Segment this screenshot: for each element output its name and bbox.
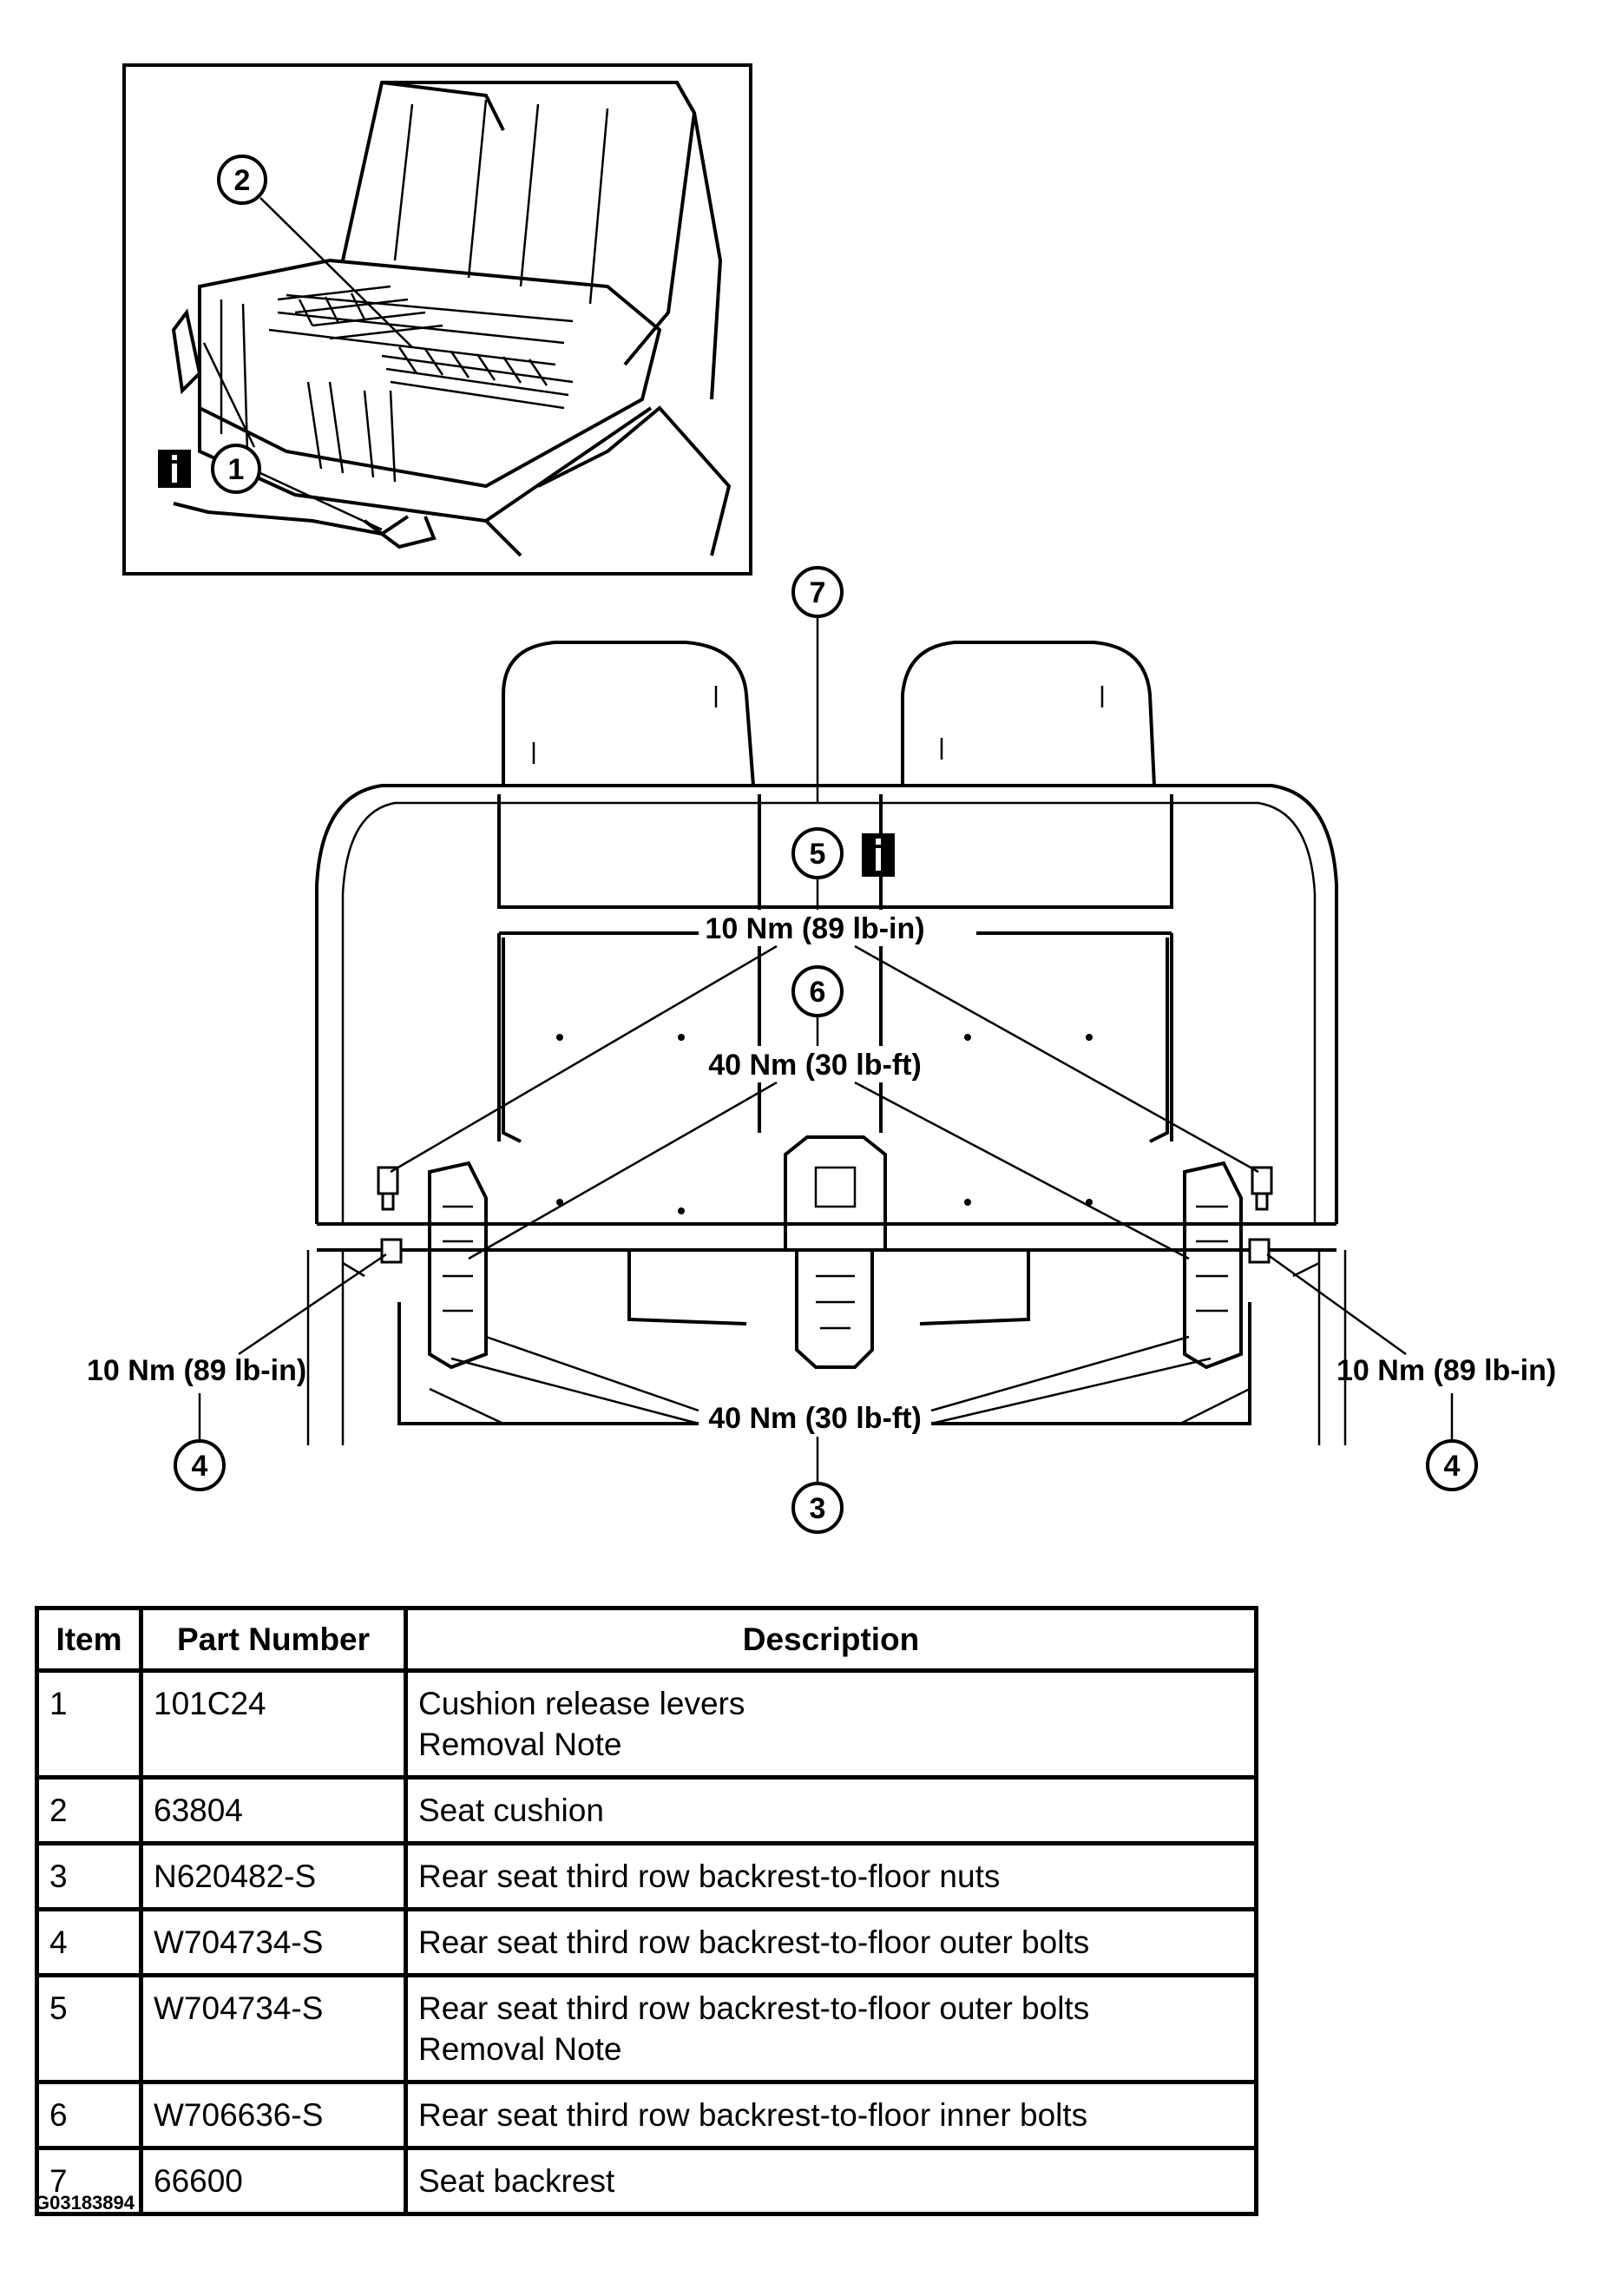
info-icon — [158, 450, 191, 488]
table-row: 4 W704734-S Rear seat third row backrest… — [35, 1907, 1258, 1977]
bolt-5-left — [377, 1166, 399, 1211]
table-header-row: Item Part Number Description — [35, 1606, 1258, 1673]
callout-3: 3 — [810, 1492, 826, 1525]
table-row: 6 W706636-S Rear seat third row backrest… — [35, 2080, 1258, 2150]
figure-id: G03183894 — [35, 2192, 135, 2214]
cell-desc: Rear seat third row backrest-to-floor ou… — [404, 1973, 1258, 2084]
header-description: Description — [404, 1606, 1258, 1673]
desc-text: Cushion release levers — [418, 1686, 745, 1721]
desc-text: Rear seat third row backrest-to-floor ou… — [418, 1990, 1090, 2026]
torque-label-5: 10 Nm (89 lb-in) — [705, 912, 924, 945]
callout-2: 2 — [234, 164, 251, 197]
cell-part: W704734-S — [139, 1907, 408, 1977]
table-row: 2 63804 Seat cushion — [35, 1775, 1258, 1845]
cell-desc: Seat cushion — [404, 1775, 1258, 1845]
cell-item: 5 — [35, 1973, 143, 2084]
header-item: Item — [35, 1606, 143, 1673]
cell-item: 3 — [35, 1841, 143, 1911]
parts-table: Item Part Number Description 1 101C24 Cu… — [35, 1606, 1258, 2216]
bolt-5-right — [1251, 1166, 1273, 1211]
cell-desc: Rear seat third row backrest-to-floor ou… — [404, 1907, 1258, 1977]
table-row: 7 66600 Seat backrest — [35, 2146, 1258, 2216]
callout-7: 7 — [810, 576, 826, 609]
cell-part: W704734-S — [139, 1973, 408, 2084]
callout-4-right: 4 — [1444, 1450, 1461, 1483]
torque-label-6: 40 Nm (30 lb-ft) — [708, 1049, 922, 1082]
cell-item: 6 — [35, 2080, 143, 2150]
inset-view: 2 1 — [122, 63, 752, 576]
cell-part: 101C24 — [139, 1668, 408, 1780]
info-icon — [862, 833, 895, 877]
callout-1: 1 — [228, 453, 245, 486]
removal-note-link[interactable]: Removal Note — [418, 2031, 622, 2067]
table-row: 3 N620482-S Rear seat third row backrest… — [35, 1841, 1258, 1911]
cell-item: 1 — [35, 1668, 143, 1780]
cell-desc: Rear seat third row backrest-to-floor nu… — [404, 1841, 1258, 1911]
cell-item: 4 — [35, 1907, 143, 1977]
table-row: 5 W704734-S Rear seat third row backrest… — [35, 1973, 1258, 2084]
removal-note-link[interactable]: Removal Note — [418, 1727, 622, 1762]
cell-item: 2 — [35, 1775, 143, 1845]
callout-6: 6 — [810, 976, 826, 1009]
bolt-4-right — [1248, 1238, 1271, 1264]
bolt-4-left — [380, 1238, 403, 1264]
torque-label-4-left: 10 Nm (89 lb-in) — [87, 1354, 306, 1387]
seat-diagram: 2 1 — [87, 63, 1556, 1534]
cell-desc: Seat backrest — [404, 2146, 1258, 2216]
cell-item: 7 — [35, 2146, 143, 2216]
torque-label-3: 40 Nm (30 lb-ft) — [708, 1402, 922, 1435]
cell-part: W706636-S — [139, 2080, 408, 2150]
torque-label-4-right: 10 Nm (89 lb-in) — [1336, 1354, 1556, 1387]
main-view: 7 5 10 Nm (89 lb-in) 6 40 Nm (30 lb-ft) … — [87, 566, 1556, 1534]
cell-part: N620482-S — [139, 1841, 408, 1911]
cell-desc: Rear seat third row backrest-to-floor in… — [404, 2080, 1258, 2150]
header-part-number: Part Number — [139, 1606, 408, 1673]
callout-5: 5 — [810, 838, 826, 871]
cell-part: 63804 — [139, 1775, 408, 1845]
cell-part: 66600 — [139, 2146, 408, 2216]
callout-4-left: 4 — [192, 1450, 208, 1483]
